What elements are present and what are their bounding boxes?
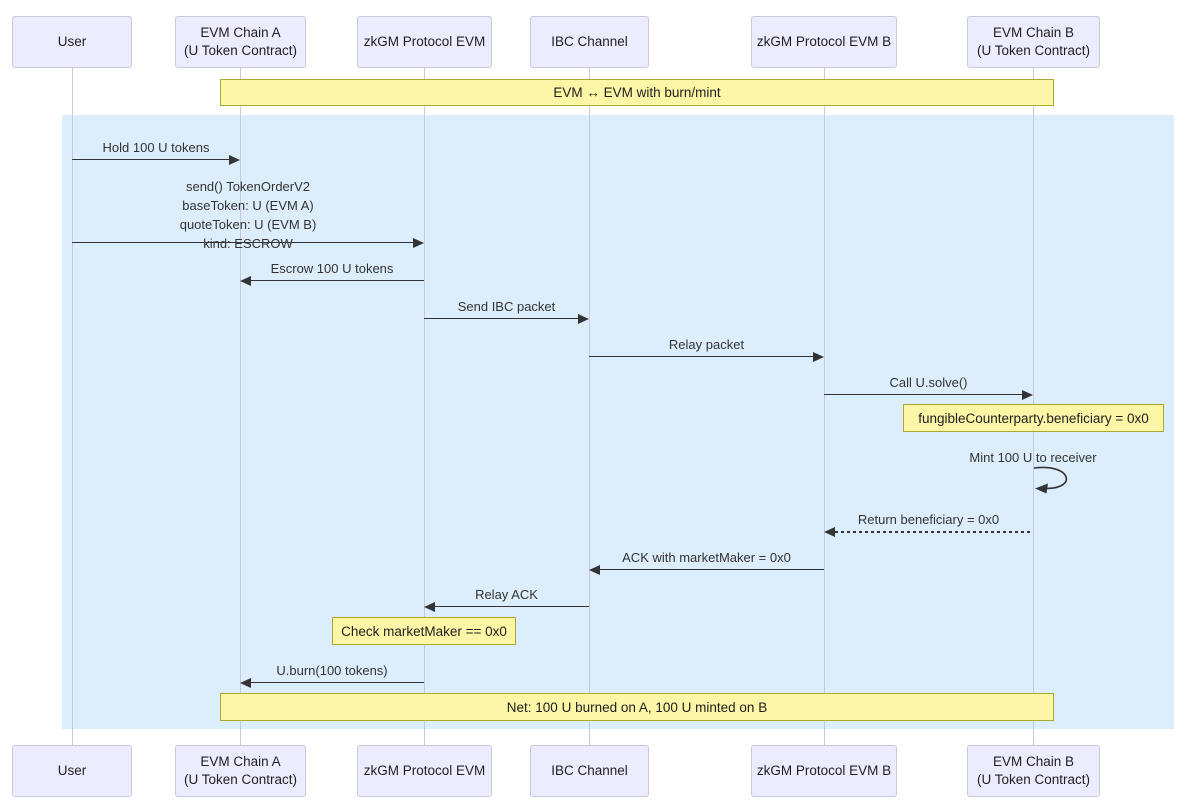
- message-label: Send IBC packet: [457, 299, 556, 314]
- message-line: [251, 280, 424, 281]
- actor-top-ibc-channel: IBC Channel: [530, 16, 649, 68]
- message-label: Relay packet: [668, 337, 745, 352]
- actor-bottom-evm-chain-b: EVM Chain B (U Token Contract): [967, 745, 1100, 797]
- message-label: Return beneficiary = 0x0: [857, 512, 1000, 527]
- message-label: Mint 100 U to receiver: [969, 450, 1097, 465]
- lifeline-ibc-channel: [588, 68, 590, 745]
- arrowhead-right-icon: [1022, 390, 1033, 400]
- message-label: Call U.solve(): [889, 375, 968, 390]
- message-label: send() TokenOrderV2 baseToken: U (EVM A)…: [179, 179, 317, 251]
- message-label: ACK with marketMaker = 0x0: [622, 550, 791, 565]
- actor-top-zkgm-protocol-evm: zkGM Protocol EVM: [357, 16, 492, 68]
- message-line: [72, 159, 230, 160]
- message-line: [251, 682, 424, 683]
- actor-top-user: User: [12, 16, 132, 68]
- lifeline-zkgm-protocol-evm-b: [823, 68, 825, 745]
- arrowhead-right-icon: [229, 155, 240, 165]
- message-line-dashed: [835, 531, 1033, 533]
- arrowhead-right-icon: [578, 314, 589, 324]
- message-line: [435, 606, 589, 607]
- arrowhead-left-icon: [824, 527, 835, 537]
- actor-top-evm-chain-b: EVM Chain B (U Token Contract): [967, 16, 1100, 68]
- arrowhead-left-icon: [240, 276, 251, 286]
- actor-top-evm-chain-a: EVM Chain A (U Token Contract): [175, 16, 306, 68]
- self-loop-arrow-icon: [1033, 466, 1068, 494]
- message-label: Relay ACK: [475, 587, 538, 602]
- message-label: Escrow 100 U tokens: [270, 261, 394, 276]
- actor-bottom-ibc-channel: IBC Channel: [530, 745, 649, 797]
- message-line: [424, 318, 579, 319]
- actor-bottom-zkgm-protocol-evm: zkGM Protocol EVM: [357, 745, 492, 797]
- note-net-result: Net: 100 U burned on A, 100 U minted on …: [220, 693, 1054, 721]
- note-check-marketmaker: Check marketMaker == 0x0: [332, 617, 516, 645]
- actor-top-zkgm-protocol-evm-b: zkGM Protocol EVM B: [751, 16, 897, 68]
- actor-bottom-evm-chain-a: EVM Chain A (U Token Contract): [175, 745, 306, 797]
- message-line: [72, 242, 414, 243]
- arrowhead-left-icon: [240, 678, 251, 688]
- message-label: U.burn(100 tokens): [276, 663, 388, 678]
- arrowhead-right-icon: [413, 238, 424, 248]
- note-title: EVM ↔ EVM with burn/mint: [220, 79, 1054, 106]
- message-label: Hold 100 U tokens: [102, 140, 210, 155]
- note-beneficiary: fungibleCounterparty.beneficiary = 0x0: [903, 404, 1164, 432]
- lifeline-user: [71, 68, 73, 745]
- actor-bottom-zkgm-protocol-evm-b: zkGM Protocol EVM B: [751, 745, 897, 797]
- actor-bottom-user: User: [12, 745, 132, 797]
- arrowhead-left-icon: [589, 565, 600, 575]
- message-line: [600, 569, 824, 570]
- lifeline-evm-chain-a: [239, 68, 241, 745]
- arrowhead-right-icon: [813, 352, 824, 362]
- message-line: [589, 356, 814, 357]
- message-line: [824, 394, 1023, 395]
- arrowhead-left-icon: [424, 602, 435, 612]
- lifeline-zkgm-protocol-evm: [423, 68, 425, 745]
